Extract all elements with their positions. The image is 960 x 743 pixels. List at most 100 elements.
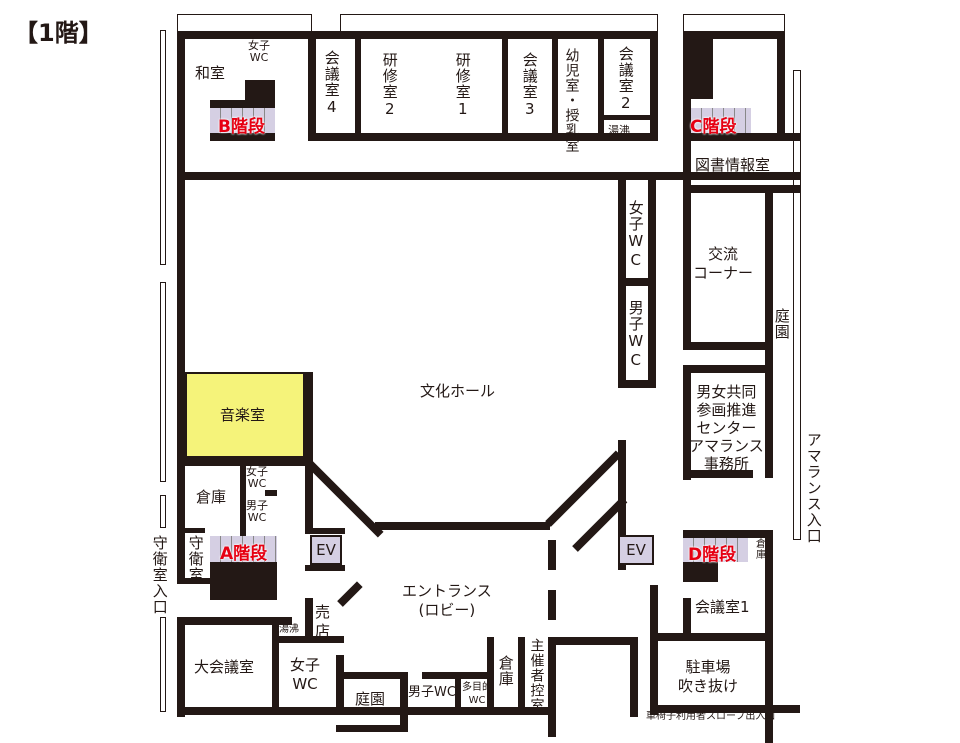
- room-wc-male-bottom: 男子WC: [408, 685, 456, 700]
- room-wc-female-b: 女子 WC: [248, 39, 270, 65]
- room-kaigi4: 会議室4: [322, 50, 341, 117]
- stairs-b: [210, 108, 275, 133]
- room-shusai: 主催者控室: [528, 638, 545, 713]
- wall: [650, 585, 658, 715]
- wall: [683, 530, 773, 538]
- floor-title: 【1階】: [14, 19, 103, 47]
- room-kaigi2: 会議室2: [616, 46, 635, 113]
- outer-line: [340, 14, 658, 32]
- wall: [630, 637, 638, 717]
- wall: [177, 31, 185, 581]
- outer-line: [160, 495, 166, 528]
- room-wc-female-hall: 女子WC: [626, 200, 645, 270]
- wall: [455, 672, 461, 712]
- stairs-a: [210, 536, 277, 562]
- wall: [683, 133, 800, 141]
- room-kenshu1: 研修室1: [453, 52, 472, 119]
- room-souko-d: 倉庫: [753, 538, 765, 560]
- wall: [502, 31, 508, 141]
- shuei-entrance-label: 守衛室入口: [150, 535, 169, 615]
- room-dai-kaigi: 大会議室: [194, 658, 255, 676]
- outer-line: [177, 14, 312, 32]
- room-wc-male-a: 男子 WC: [246, 499, 268, 525]
- room-kaigi3: 会議室3: [520, 52, 539, 119]
- outer-line: [793, 70, 801, 540]
- wall: [305, 598, 313, 643]
- wall: [336, 672, 406, 679]
- wall: [765, 193, 773, 478]
- wall: [552, 31, 558, 141]
- room-wc-female-bottom: 女子 WC: [290, 656, 321, 693]
- room-kenshu2: 研修室2: [380, 52, 399, 119]
- wall: [650, 31, 658, 141]
- wall: [487, 637, 494, 715]
- room-hall: 文化ホール: [420, 382, 496, 400]
- wall: [336, 655, 344, 715]
- room-yuwakashi-bottom: 湯沸: [279, 624, 299, 635]
- wall: [650, 633, 765, 641]
- stair-d-label: D階段: [688, 545, 737, 565]
- wall: [683, 31, 785, 39]
- room-teien-bottom: 庭園: [355, 690, 386, 708]
- wall: [765, 530, 773, 743]
- room-baiten: 売 店: [315, 603, 331, 640]
- wall: [518, 637, 525, 715]
- wall: [598, 31, 604, 141]
- wall: [210, 133, 275, 141]
- wall: [305, 565, 345, 571]
- music-room: [185, 372, 305, 458]
- wall: [602, 115, 652, 120]
- wall: [307, 461, 384, 538]
- amaranth-entrance-label: アマランス入口: [804, 432, 823, 544]
- room-entrance: エントランス (ロビー): [402, 582, 492, 619]
- wall: [210, 100, 275, 108]
- slope-entrance-label: 車椅子利用者スロープ出入口: [646, 711, 776, 722]
- wall: [618, 278, 656, 286]
- outer-line: [160, 30, 166, 265]
- room-teien-right: 庭園: [772, 308, 791, 340]
- wall: [375, 522, 550, 530]
- outer-line: [160, 617, 166, 712]
- room-music: 音楽室: [220, 406, 266, 424]
- elevator-left: EV: [310, 535, 342, 565]
- wall: [400, 672, 408, 732]
- wall: [308, 31, 316, 141]
- wall: [555, 637, 635, 645]
- room-wc-male-hall: 男子WC: [626, 300, 645, 370]
- wall: [777, 31, 785, 141]
- wall: [210, 562, 277, 600]
- wall: [177, 707, 552, 715]
- wall: [177, 172, 800, 180]
- wall: [305, 372, 313, 532]
- room-tosho: 図書情報室: [695, 156, 771, 174]
- wall: [548, 590, 556, 620]
- wall: [279, 636, 344, 643]
- wall: [683, 193, 691, 350]
- wall: [683, 470, 753, 478]
- wall: [650, 705, 800, 713]
- room-souko-left: 倉庫: [196, 488, 227, 506]
- room-washitsu: 和室: [195, 64, 226, 82]
- stair-b-label: B階段: [218, 117, 265, 137]
- wall: [177, 617, 185, 717]
- wall: [240, 458, 246, 538]
- wall: [337, 581, 363, 607]
- wall: [177, 31, 657, 39]
- room-souko-bottom: 倉庫: [496, 655, 515, 687]
- wall: [548, 540, 556, 570]
- wall: [683, 598, 691, 633]
- wall: [355, 31, 361, 141]
- room-koryu: 交流 コーナー: [693, 245, 754, 282]
- room-shuei: 守衛室: [186, 535, 205, 583]
- room-tamokuteki: 多目的 WC: [462, 682, 492, 706]
- wall: [683, 31, 691, 191]
- wall: [272, 617, 279, 715]
- wall: [618, 380, 656, 388]
- wall: [185, 528, 205, 533]
- wall: [305, 528, 345, 534]
- wall: [683, 342, 765, 350]
- stairs-c: [691, 108, 751, 133]
- stairs-d: [683, 538, 748, 562]
- room-danjo: 男女共同 参画推進 センター アマランス 事務所: [689, 383, 764, 473]
- room-wc-female-a: 女子 WC: [246, 465, 268, 491]
